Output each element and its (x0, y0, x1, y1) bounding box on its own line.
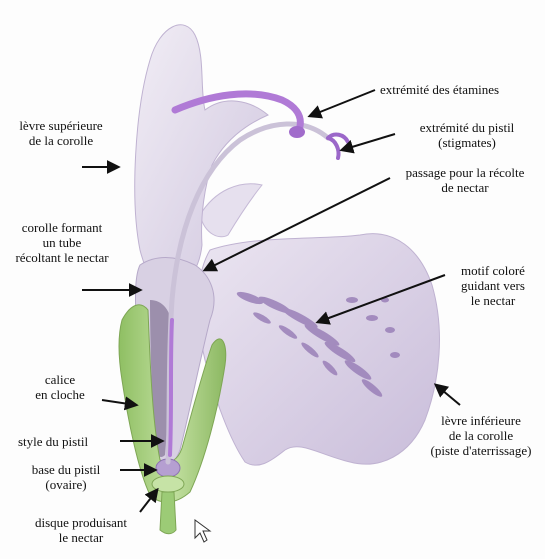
label-line: de la corolle (420, 428, 542, 443)
label-line: le nectar (448, 293, 538, 308)
cursor-icon (195, 520, 210, 542)
inner-style (170, 320, 172, 455)
label-line: motif coloré (448, 263, 538, 278)
label-line: le nectar (22, 530, 140, 545)
label-line: disque produisant (22, 515, 140, 530)
label-motif-colore: motif coloré guidant vers le nectar (448, 263, 538, 308)
lower-lip-petal (198, 234, 439, 466)
label-calice: calice en cloche (20, 372, 100, 402)
label-base-pistil: base du pistil (ovaire) (14, 462, 118, 492)
label-style-pistil: style du pistil (18, 434, 88, 449)
corolla-side-lobe (200, 184, 262, 237)
label-line: (piste d'aterrissage) (420, 443, 542, 458)
label-passage-nectar: passage pour la récolte de nectar (396, 165, 534, 195)
label-line: un tube (6, 235, 118, 250)
label-line: corolle formant (6, 220, 118, 235)
label-levre-superieure: lèvre supérieure de la corolle (6, 118, 116, 148)
arrow-levre-inferieure (436, 385, 460, 405)
label-line: (ovaire) (14, 477, 118, 492)
stigma (328, 135, 348, 158)
label-line: de la corolle (6, 133, 116, 148)
label-line: extrémité du pistil (402, 120, 532, 135)
nectar-disk (152, 476, 184, 492)
label-extremite-pistil: extrémité du pistil (stigmates) (402, 120, 532, 150)
arrow-disque-nectar (140, 490, 157, 512)
label-line: extrémité des étamines (380, 82, 499, 97)
pedicel (160, 492, 176, 534)
label-extremite-etamines: extrémité des étamines (380, 82, 499, 97)
label-line: de nectar (396, 180, 534, 195)
label-line: guidant vers (448, 278, 538, 293)
label-disque-nectar: disque produisant le nectar (22, 515, 140, 545)
label-line: passage pour la récolte (396, 165, 534, 180)
label-line: calice (20, 372, 100, 387)
label-line: (stigmates) (402, 135, 532, 150)
label-line: en cloche (20, 387, 100, 402)
label-line: base du pistil (14, 462, 118, 477)
label-line: style du pistil (18, 434, 88, 449)
anther (289, 126, 305, 138)
label-corolle-tube: corolle formant un tube récoltant le nec… (6, 220, 118, 265)
label-line: lèvre inférieure (420, 413, 542, 428)
label-line: lèvre supérieure (6, 118, 116, 133)
arrow-extremite-etamines (310, 90, 375, 116)
label-levre-inferieure: lèvre inférieure de la corolle (piste d'… (420, 413, 542, 458)
label-line: récoltant le nectar (6, 250, 118, 265)
